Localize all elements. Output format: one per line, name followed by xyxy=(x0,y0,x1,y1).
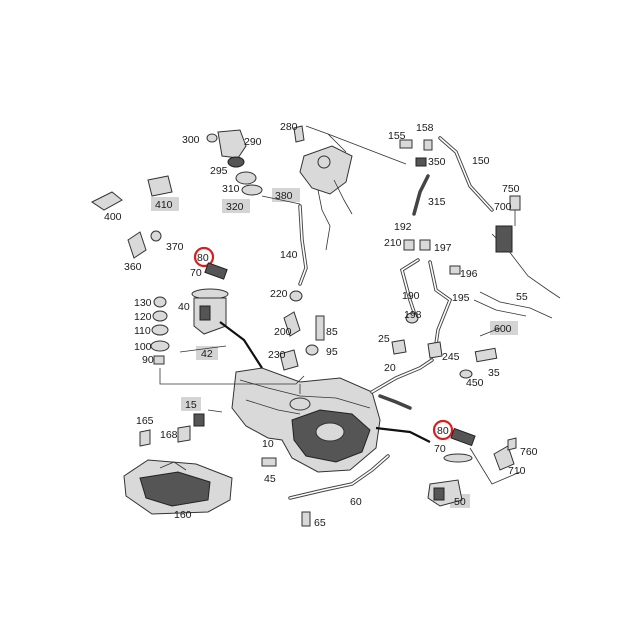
label-90: 90 xyxy=(142,354,154,366)
label-168: 168 xyxy=(160,429,178,441)
label-35: 35 xyxy=(488,367,500,379)
label-400: 400 xyxy=(104,211,122,223)
label-196: 196 xyxy=(460,268,478,280)
label-600: 600 xyxy=(494,323,512,335)
label-310: 310 xyxy=(222,183,240,195)
fuel-filter-80-right xyxy=(450,427,476,447)
label-120: 120 xyxy=(134,311,152,323)
label-300: 300 xyxy=(182,134,200,146)
connector-760 xyxy=(507,437,517,451)
label-370: 370 xyxy=(166,241,184,253)
label-410: 410 xyxy=(155,199,173,211)
label-55: 55 xyxy=(516,291,528,303)
label-290: 290 xyxy=(244,136,262,148)
label-320: 320 xyxy=(226,201,244,213)
label-45: 45 xyxy=(264,473,276,485)
label-360: 360 xyxy=(124,261,142,273)
label-280: 280 xyxy=(280,121,298,133)
label-25: 25 xyxy=(378,333,390,345)
highlight-circle-80-right xyxy=(432,419,454,441)
label-70-right: 70 xyxy=(434,443,446,455)
label-760: 760 xyxy=(520,446,538,458)
label-750: 750 xyxy=(502,183,520,195)
heat-shield xyxy=(123,459,233,515)
label-70-left: 70 xyxy=(190,267,202,279)
label-192: 192 xyxy=(394,221,412,233)
label-65: 65 xyxy=(314,517,326,529)
label-20: 20 xyxy=(384,362,396,374)
seal-stack xyxy=(150,296,170,365)
label-40: 40 xyxy=(178,301,190,313)
highlight-circle-80-left xyxy=(193,246,215,268)
fuel-pump-module-right xyxy=(427,427,517,507)
label-box-320 xyxy=(222,199,250,213)
label-700: 700 xyxy=(494,201,512,213)
label-380: 380 xyxy=(275,190,293,202)
label-85: 85 xyxy=(326,326,338,338)
label-15: 15 xyxy=(185,399,197,411)
label-150: 150 xyxy=(472,155,490,167)
label-165: 165 xyxy=(136,415,154,427)
label-box-380 xyxy=(272,188,300,202)
label-box-600 xyxy=(490,321,518,335)
fuel-tank xyxy=(231,367,381,473)
label-42: 42 xyxy=(201,348,213,360)
center-fittings xyxy=(279,290,325,371)
label-220: 220 xyxy=(270,288,288,300)
label-710: 710 xyxy=(508,465,526,477)
label-315: 315 xyxy=(428,196,446,208)
hose-150 xyxy=(438,136,494,212)
label-50: 50 xyxy=(454,496,466,508)
right-fittings xyxy=(391,312,498,379)
label-10: 10 xyxy=(262,438,274,450)
label-195: 195 xyxy=(452,292,470,304)
label-60: 60 xyxy=(350,496,362,508)
label-190: 190 xyxy=(402,290,420,302)
hose-315 xyxy=(412,174,430,216)
fuel-pump-module-left xyxy=(191,262,229,335)
label-200: 200 xyxy=(274,326,292,338)
label-295: 295 xyxy=(210,165,228,177)
leader-lines xyxy=(159,125,521,485)
label-350: 350 xyxy=(428,156,446,168)
label-95: 95 xyxy=(326,346,338,358)
label-245: 245 xyxy=(442,351,460,363)
upper-left-cluster xyxy=(206,125,305,196)
label-box-410 xyxy=(151,197,179,211)
lower-left-fittings xyxy=(139,413,311,527)
fuel-filter-80-left xyxy=(204,262,228,280)
label-160: 160 xyxy=(174,509,192,521)
filler-neck xyxy=(299,145,353,251)
pipe-20-branch xyxy=(378,394,412,410)
label-158: 158 xyxy=(416,122,434,134)
label-197: 197 xyxy=(434,242,452,254)
label-450: 450 xyxy=(466,377,484,389)
label-100: 100 xyxy=(134,341,152,353)
label-198: 198 xyxy=(404,309,422,321)
clips-upper-left xyxy=(91,175,173,259)
label-140: 140 xyxy=(280,249,298,261)
sensor-710 xyxy=(493,445,515,471)
label-230: 230 xyxy=(268,349,286,361)
label-box-15 xyxy=(181,397,201,411)
pump-module-700 xyxy=(495,225,513,253)
label-80-left: 80 xyxy=(197,252,209,264)
label-155: 155 xyxy=(388,130,406,142)
label-130: 130 xyxy=(134,297,152,309)
label-80-right: 80 xyxy=(437,425,449,437)
label-210: 210 xyxy=(384,237,402,249)
label-110: 110 xyxy=(134,325,151,337)
upper-right-fittings xyxy=(399,139,461,275)
callout-labels: 300 290 280 295 310 380 320 155 158 350 … xyxy=(104,121,538,529)
